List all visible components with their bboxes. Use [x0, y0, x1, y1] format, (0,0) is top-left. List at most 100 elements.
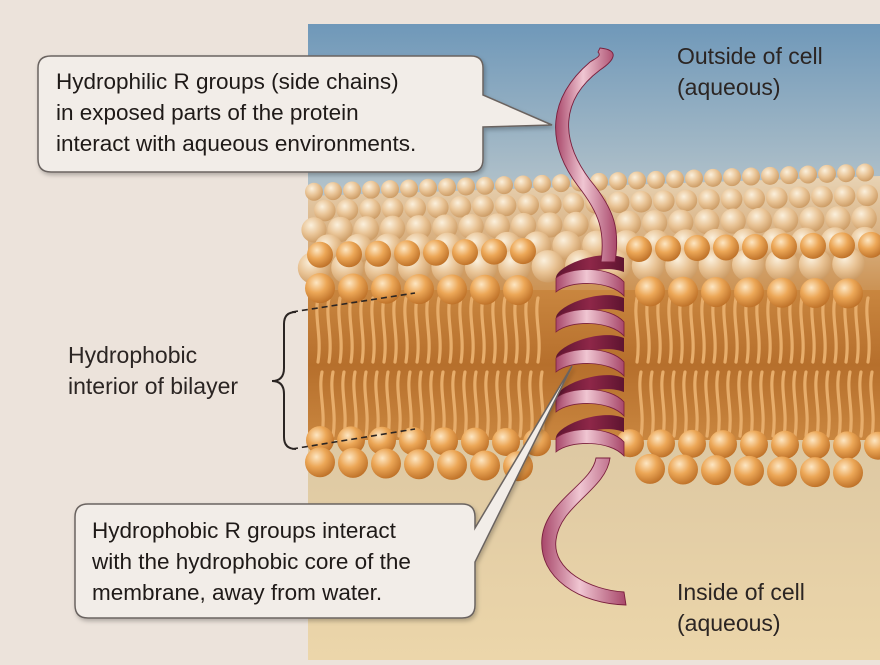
phospholipid-head: [476, 177, 494, 195]
phospholipid-head: [761, 167, 779, 185]
phospholipid-head: [404, 197, 426, 219]
phospholipid-head: [381, 180, 399, 198]
phospholipid-head: [635, 454, 665, 484]
phospholipid-head: [800, 278, 830, 308]
phospholipid-head: [517, 194, 539, 216]
phospholipid-head: [628, 171, 646, 189]
phospholipid-head: [495, 195, 517, 217]
phospholipid-head: [481, 239, 507, 265]
phospholipid-head: [685, 170, 703, 188]
phospholipid-head: [704, 169, 722, 187]
phospholipid-head: [709, 430, 737, 458]
phospholipid-head: [450, 196, 472, 218]
phospholipid-head: [833, 431, 861, 459]
phospholipid-head: [780, 166, 798, 184]
phospholipid-head: [678, 430, 706, 458]
phospholipid-head: [800, 233, 826, 259]
phospholipid-head: [771, 233, 797, 259]
phospholipid-head: [766, 187, 788, 209]
phospholipid-head: [510, 238, 536, 264]
phospholipid-head: [742, 234, 768, 260]
phospholipid-head: [540, 193, 562, 215]
phospholipid-head: [684, 235, 710, 261]
phospholipid-head: [771, 431, 799, 459]
phospholipid-head: [701, 277, 731, 307]
phospholipid-head: [423, 240, 449, 266]
phospholipid-head: [626, 236, 652, 262]
phospholipid-head: [653, 190, 675, 212]
phospholipid-head: [837, 164, 855, 182]
phospholipid-head: [802, 431, 830, 459]
phospholipid-head: [400, 179, 418, 197]
phospholipid-head: [470, 275, 500, 305]
phospholipid-head: [343, 181, 361, 199]
phospholipid-head: [457, 177, 475, 195]
phospholipid-head: [789, 186, 811, 208]
phospholipid-head: [336, 241, 362, 267]
phospholipid-head: [698, 189, 720, 211]
phospholipid-head: [743, 188, 765, 210]
phospholipid-head: [799, 166, 817, 184]
phospholipid-head: [472, 195, 494, 217]
phospholipid-head: [514, 175, 532, 193]
phospholipid-head: [552, 174, 570, 192]
phospholipid-head: [438, 178, 456, 196]
phospholipid-head: [713, 234, 739, 260]
phospholipid-head: [856, 164, 874, 182]
phospholipid-head: [533, 175, 551, 193]
phospholipid-head: [668, 455, 698, 485]
phospholipid-head: [437, 274, 467, 304]
phospholipid-head: [404, 274, 434, 304]
phospholipid-head: [324, 182, 342, 200]
inside-cell-label: Inside of cell (aqueous): [677, 577, 805, 639]
phospholipid-head: [338, 448, 368, 478]
phospholipid-head: [800, 457, 830, 487]
phospholipid-head: [740, 430, 768, 458]
phospholipid-head: [723, 168, 741, 186]
phospholipid-head: [362, 181, 380, 199]
hydrophobic-interior-label: Hydrophobic interior of bilayer: [68, 340, 238, 402]
phospholipid-head: [767, 456, 797, 486]
hydrophobic-callout-text: Hydrophobic R groups interact with the h…: [92, 515, 411, 608]
phospholipid-head: [701, 455, 731, 485]
curly-bracket-icon: [272, 312, 296, 449]
phospholipid-head: [307, 242, 333, 268]
phospholipid-head: [305, 183, 323, 201]
phospholipid-head: [452, 239, 478, 265]
phospholipid-head: [666, 170, 684, 188]
phospholipid-head: [655, 236, 681, 262]
phospholipid-head: [608, 192, 630, 214]
phospholipid-head: [563, 193, 585, 215]
phospholipid-head: [609, 172, 627, 190]
phospholipid-head: [371, 449, 401, 479]
phospholipid-head: [647, 171, 665, 189]
phospholipid-head: [635, 276, 665, 306]
phospholipid-head: [734, 277, 764, 307]
phospholipid-head: [833, 278, 863, 308]
phospholipid-head: [668, 277, 698, 307]
outside-cell-label: Outside of cell (aqueous): [677, 41, 823, 103]
phospholipid-head: [305, 447, 335, 477]
phospholipid-head: [856, 185, 878, 207]
phospholipid-head: [833, 458, 863, 488]
phospholipid-head: [818, 165, 836, 183]
phospholipid-head: [338, 273, 368, 303]
phospholipid-head: [767, 278, 797, 308]
phospholipid-head: [734, 456, 764, 486]
phospholipid-head: [647, 430, 675, 458]
phospholipid-head: [811, 186, 833, 208]
phospholipid-head: [404, 449, 434, 479]
phospholipid-head: [495, 176, 513, 194]
phospholipid-head: [829, 232, 855, 258]
hydrophilic-callout-text: Hydrophilic R groups (side chains) in ex…: [56, 66, 416, 159]
phospholipid-head: [365, 241, 391, 267]
phospholipid-head: [305, 273, 335, 303]
phospholipid-head: [470, 451, 500, 481]
phospholipid-head: [394, 240, 420, 266]
phospholipid-head: [437, 450, 467, 480]
phospholipid-head: [503, 275, 533, 305]
phospholipid-head: [747, 208, 772, 233]
phospholipid-head: [630, 191, 652, 213]
phospholipid-head: [721, 188, 743, 210]
